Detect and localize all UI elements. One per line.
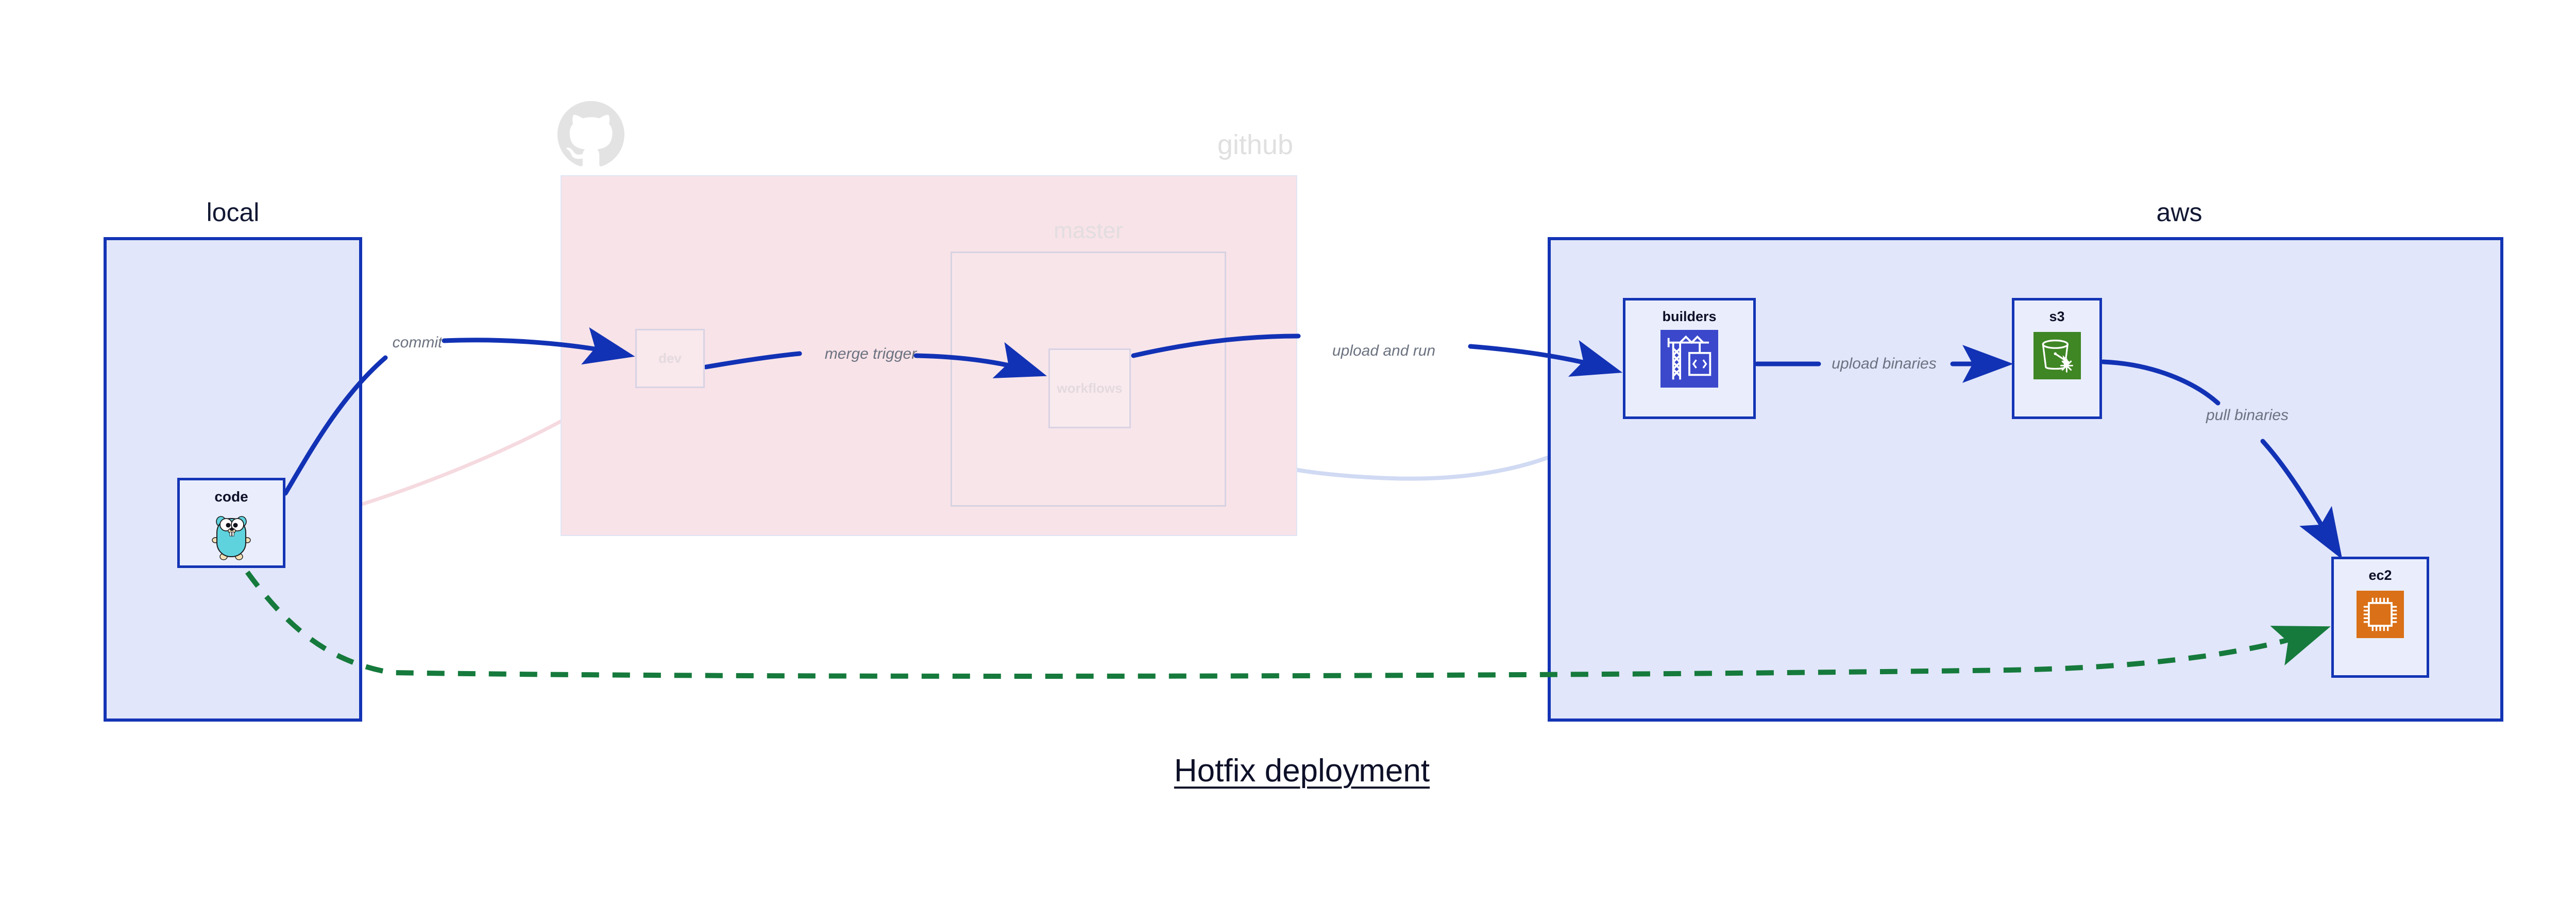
edge-commit-seg1: [283, 355, 388, 496]
container-master: [951, 252, 1226, 507]
node-builders-label: builders: [1662, 309, 1717, 324]
aws-ec2-chip-icon: [2357, 591, 2404, 638]
edge-upload-and-run-seg1: [1131, 333, 1301, 358]
container-aws-title: aws: [2156, 198, 2202, 227]
edge-pull-binaries-seg1: [2100, 359, 2221, 406]
edge-label-merge-trigger: merge trigger: [824, 345, 917, 362]
node-s3-label: s3: [2049, 309, 2065, 324]
edge-merge-trigger-seg1: [703, 351, 802, 370]
node-code[interactable]: code: [177, 478, 285, 568]
aws-s3-glacier-bucket-icon: [2033, 332, 2081, 379]
aws-codebuild-crane-icon: [1660, 330, 1718, 388]
node-s3[interactable]: s3: [2012, 298, 2102, 419]
node-builders[interactable]: builders: [1623, 298, 1756, 419]
edge-label-upload-binaries: upload binaries: [1832, 355, 1937, 372]
node-ec2[interactable]: ec2: [2331, 557, 2429, 678]
edge-label-upload-and-run: upload and run: [1332, 342, 1436, 359]
node-dev-label: dev: [658, 350, 682, 366]
node-ec2-label: ec2: [2368, 567, 2392, 583]
go-gopher-icon: [212, 516, 251, 560]
edge-label-commit: commit: [392, 334, 443, 351]
edge-upload-and-run-seg2: [1468, 340, 1623, 377]
edge-pull-binaries-seg2: [2260, 439, 2343, 560]
container-master-title: master: [1054, 218, 1123, 243]
node-workflows-label: workflows: [1057, 380, 1123, 396]
container-github-title: github: [1217, 129, 1293, 160]
edge-merge-trigger-seg2: [913, 342, 1047, 378]
edge-commit-seg2: [442, 327, 635, 365]
github-logo-icon: [557, 101, 624, 166]
container-local-title: local: [206, 198, 260, 227]
diagram-title: Hotfix deployment: [1174, 753, 1430, 789]
edge-hotfix-direct: [245, 571, 2331, 679]
node-workflows[interactable]: workflows: [1048, 348, 1131, 428]
node-dev[interactable]: dev: [635, 329, 705, 388]
node-code-label: code: [214, 489, 248, 505]
edge-label-pull-binaries: pull binaries: [2206, 407, 2289, 424]
